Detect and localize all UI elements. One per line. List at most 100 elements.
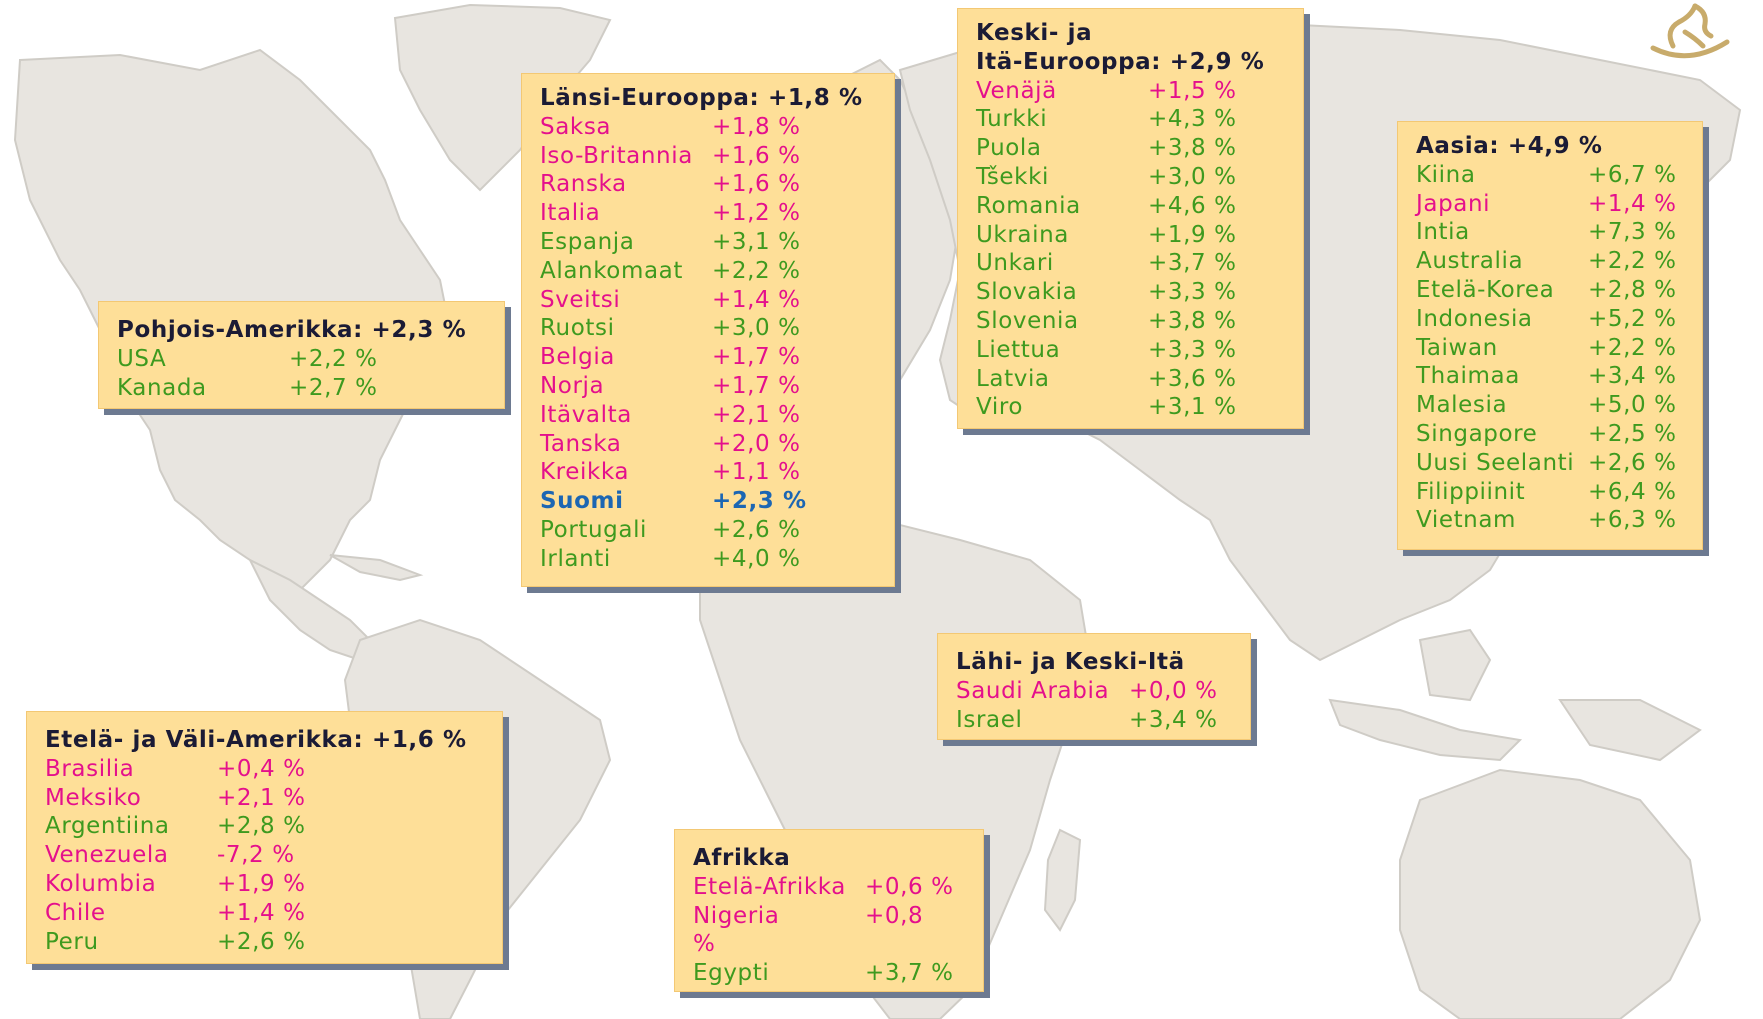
country-growth-value: +1,4 % (712, 286, 801, 313)
country-name: Italia (540, 200, 601, 227)
country-growth-value: +3,0 % (712, 315, 801, 342)
country-name: Venäjä (976, 77, 1057, 104)
country-growth-value: +0,6 % (865, 873, 954, 900)
country-row: Peru+2,6 % (45, 928, 486, 957)
country-name: Latvia (976, 365, 1050, 392)
country-name: Espanja (540, 228, 635, 255)
country-growth-value: +2,0 % (712, 430, 801, 457)
country-growth-value: +1,4 % (217, 899, 306, 926)
country-growth-value: -7,2 % (217, 842, 295, 869)
land-cuba (329, 554, 424, 582)
country-name: Meksiko (45, 784, 142, 811)
country-growth-value: +2,6 % (712, 516, 801, 543)
country-growth-value: +5,2 % (1588, 305, 1677, 332)
country-name: Slovakia (976, 279, 1078, 306)
region-title: Länsi-Eurooppa: +1,8 % (540, 85, 863, 111)
country-row: Intia+7,3 % (1416, 218, 1686, 247)
country-row: Taiwan+2,2 % (1416, 334, 1686, 363)
country-growth-value: +6,3 % (1588, 507, 1677, 534)
country-name: Slovenia (976, 307, 1079, 334)
country-growth-value: +1,2 % (712, 200, 801, 227)
country-name: Turkki (976, 106, 1048, 133)
country-row: Egypti+3,7 % (693, 959, 967, 988)
country-row: Saudi Arabia +0,0 % (956, 677, 1234, 706)
country-name: Norja (540, 372, 605, 399)
country-growth-value: +1,7 % (712, 372, 801, 399)
country-row: Itävalta +2,1 % (540, 401, 878, 430)
country-name: Peru (45, 928, 99, 955)
country-row: Sveitsi +1,4 % (540, 286, 878, 315)
country-row: Ranska+1,6 % (540, 170, 878, 199)
region-title: Etelä- ja Väli-Amerikka: +1,6 % (45, 727, 467, 753)
country-name: Kreikka (540, 459, 630, 486)
region-title: Keski- ja Itä-Eurooppa: +2,9 % (976, 20, 1265, 75)
country-growth-value: +3,4 % (1588, 363, 1677, 390)
country-row: Venäjä+1,5 % (976, 77, 1287, 106)
country-row: Iso-Britannia+1,6 % (540, 142, 878, 171)
country-name: Romania (976, 192, 1081, 219)
country-row: Belgia+1,7 % (540, 343, 878, 372)
country-name: Liettua (976, 336, 1061, 363)
country-row: Italia +1,2 % (540, 199, 878, 228)
country-name: USA (117, 345, 167, 372)
country-row: Slovenia+3,8 % (976, 307, 1287, 336)
country-row: Chile+1,4 % (45, 899, 486, 928)
country-name: Unkari (976, 250, 1054, 277)
country-row: Nigeria+0,8 (693, 902, 967, 931)
country-name: Australia (1416, 248, 1524, 275)
country-row: Tanska+2,0 % (540, 430, 878, 459)
country-name: Itävalta (540, 401, 632, 428)
country-name: Argentiina (45, 813, 170, 840)
country-row: Thaimaa+3,4 % (1416, 362, 1686, 391)
country-name: Saudi Arabia (956, 677, 1110, 704)
country-name: Taiwan (1416, 334, 1498, 361)
country-growth-value-wrap: % (693, 931, 716, 958)
country-row: Australia +2,2 % (1416, 247, 1686, 276)
country-growth-value: +6,4 % (1588, 478, 1677, 505)
country-growth-value: +4,0 % (712, 545, 801, 572)
country-row: Kanada+2,7 % (117, 374, 488, 403)
country-growth-value: +2,8 % (1588, 276, 1677, 303)
land-madagascar (1043, 828, 1082, 932)
country-row: Ruotsi+3,0 % (540, 314, 878, 343)
country-name: Puola (976, 135, 1042, 162)
country-name: Portugali (540, 516, 648, 543)
country-growth-value: +2,2 % (1588, 248, 1677, 275)
country-row: Suomi+2,3 % (540, 487, 878, 516)
country-growth-value: +3,4 % (1129, 706, 1218, 733)
country-growth-value: +1,8 % (712, 113, 801, 140)
land-borneo (1418, 628, 1492, 702)
country-row: Espanja+3,1 % (540, 228, 878, 257)
region-title: Aasia: +4,9 % (1416, 133, 1603, 159)
country-name: Brasilia (45, 755, 135, 782)
country-growth-value: +3,7 % (1148, 250, 1237, 277)
region-title: Afrikka (693, 845, 791, 871)
country-growth-value: +2,1 % (712, 401, 801, 428)
land-new-guinea (1558, 699, 1702, 762)
country-name: Filippiinit (1416, 478, 1526, 505)
country-growth-value: +2,2 % (289, 345, 378, 372)
country-name: Venezuela (45, 842, 169, 869)
country-growth-value: +0,0 % (1129, 677, 1218, 704)
country-name: Iso-Britannia (540, 142, 693, 169)
country-growth-value: +2,5 % (1588, 420, 1677, 447)
country-name: Indonesia (1416, 305, 1533, 332)
country-name: Kiina (1416, 161, 1476, 188)
country-row: Malesia+5,0 % (1416, 391, 1686, 420)
country-row: Turkki +4,3 % (976, 105, 1287, 134)
country-name: Sveitsi (540, 286, 621, 313)
country-name: Viro (976, 394, 1024, 421)
country-row: Unkari +3,7 % (976, 249, 1287, 278)
country-growth-value: +7,3 % (1588, 219, 1677, 246)
country-growth-value: +1,9 % (1148, 221, 1237, 248)
country-row: Romania+4,6 % (976, 192, 1287, 221)
country-growth-value: +3,8 % (1148, 135, 1237, 162)
country-growth-value: +4,3 % (1148, 106, 1237, 133)
country-row: Meksiko+2,1 % (45, 784, 486, 813)
country-name: Nigeria (693, 902, 780, 929)
region-box-north-america: Pohjois-Amerikka: +2,3 %USA+2,2 %Kanada+… (98, 301, 505, 409)
country-growth-value: +2,6 % (1588, 449, 1677, 476)
country-row: Filippiinit +6,4 % (1416, 478, 1686, 507)
country-growth-value: +1,9 % (217, 870, 306, 897)
